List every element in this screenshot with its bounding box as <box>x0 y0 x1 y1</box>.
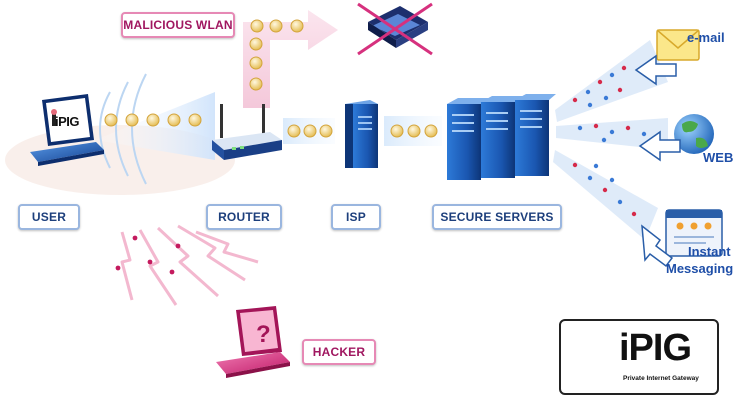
svg-text:?: ? <box>256 321 271 348</box>
hacker-sniff-dots <box>115 235 181 275</box>
malicious-wlan-arrow <box>243 10 338 108</box>
hacker-sniff-rays <box>120 224 259 306</box>
data-packets <box>104 19 438 138</box>
im-arrow-icon <box>641 224 674 268</box>
malicious-wlan-label: MALICIOUS WLAN <box>121 12 235 38</box>
isp-server <box>345 100 378 168</box>
im-label-line2: Messaging <box>666 261 734 276</box>
router-label: ROUTER <box>206 204 282 230</box>
laptop-brand-text: iPIG <box>55 114 80 129</box>
service-traffic-dots <box>572 65 647 217</box>
email-icon <box>656 29 700 61</box>
hacker-label: HACKER <box>302 339 376 365</box>
web-label: WEB <box>703 150 734 165</box>
web-arrow-icon <box>638 130 681 162</box>
email-arrow-icon <box>634 54 677 86</box>
web-globe-icon <box>674 114 714 154</box>
hacker-laptop: ? <box>216 306 290 378</box>
blocked-device <box>357 2 433 56</box>
user-label: USER <box>18 204 80 230</box>
instant-messaging-icon <box>665 209 723 257</box>
ipig-logo: iPIG Private Internet Gateway <box>559 319 719 395</box>
logo-wordmark: iPIG <box>619 327 692 369</box>
logo-tagline: Private Internet Gateway <box>623 375 699 382</box>
secure-servers-label: SECURE SERVERS <box>432 204 562 230</box>
wifi-arcs <box>99 73 147 185</box>
secure-servers <box>447 94 556 180</box>
im-label-line1: Instant <box>688 244 731 259</box>
email-label: e-mail <box>687 30 725 45</box>
user-laptop <box>30 94 104 166</box>
router-device <box>212 104 282 160</box>
isp-label: ISP <box>331 204 381 230</box>
